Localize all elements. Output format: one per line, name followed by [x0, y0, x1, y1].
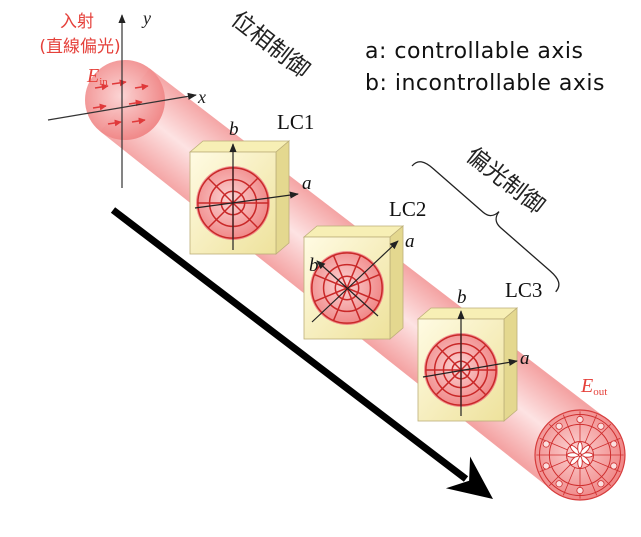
polarization-arrow	[111, 79, 127, 87]
pattern-ring	[334, 275, 360, 301]
pattern-spoke	[346, 255, 362, 289]
polarization-arrow	[92, 103, 107, 111]
pattern-dot	[542, 462, 550, 470]
cell-label: LC1	[277, 110, 314, 134]
pattern-spoke	[232, 202, 259, 229]
pattern-spoke	[314, 287, 348, 303]
pattern-spoke	[460, 344, 487, 371]
axis-a-arrow	[422, 358, 518, 378]
liquid-crystal-cell-1: LC1 b a	[188, 110, 314, 255]
legend-axis-b: b: incontrollable axis	[365, 71, 605, 96]
pattern-petal	[580, 445, 590, 455]
polarization-arrow	[94, 83, 109, 91]
pattern-spoke	[346, 287, 380, 303]
axis-b-label: b	[457, 287, 467, 308]
pattern-dot	[555, 422, 563, 430]
polarization-control-brace	[411, 161, 560, 293]
pattern-spoke	[548, 464, 571, 487]
pattern-spoke	[207, 202, 234, 229]
pattern-spoke	[314, 273, 348, 289]
cell-label: LC2	[389, 197, 426, 221]
pattern-dot	[610, 440, 618, 448]
axis-b-label: b	[309, 255, 319, 276]
propagation-arrow-shaft	[110, 207, 469, 482]
pattern-spoke	[548, 423, 571, 446]
pattern-dot	[555, 480, 563, 488]
pattern-dot	[542, 440, 550, 448]
pattern-dot	[597, 422, 605, 430]
input-field-label: Ein	[86, 65, 108, 88]
pattern-spoke	[584, 414, 598, 443]
plate-top-face	[302, 225, 405, 238]
pattern-spoke	[435, 369, 462, 396]
plate-top-face	[416, 307, 519, 320]
output-field-symbol: E	[580, 375, 593, 397]
plate-side-face	[275, 140, 290, 255]
pattern-spoke	[562, 414, 576, 443]
x-axis	[47, 92, 197, 121]
output-beam-cross-section	[534, 409, 626, 501]
input-label: 入射	[60, 12, 94, 32]
liquid-crystal-cell-2: LC2 a b	[302, 197, 426, 340]
input-field-subscript: in	[99, 76, 108, 88]
axis-a-arrow	[194, 191, 299, 209]
cell-label: LC3	[505, 278, 542, 302]
pattern-dot	[610, 462, 618, 470]
polarization-arrow	[134, 83, 149, 91]
pattern-spoke	[589, 464, 612, 487]
pattern-spoke	[539, 459, 568, 473]
pattern-spoke	[589, 423, 612, 446]
input-field-symbol: E	[86, 65, 99, 87]
pattern-spoke	[207, 177, 234, 204]
axis-a-label: a	[302, 173, 312, 194]
output-pattern	[536, 411, 624, 499]
pattern-spoke	[460, 369, 487, 396]
pattern-spoke	[592, 437, 621, 451]
propagation-arrowhead	[445, 456, 493, 499]
spot-pattern	[311, 252, 383, 324]
x-axis-label: x	[197, 87, 206, 107]
pattern-spoke	[232, 177, 259, 204]
pattern-dot	[576, 486, 584, 495]
pattern-spoke	[435, 344, 462, 371]
axis-b-label: b	[229, 119, 239, 140]
pattern-dot	[597, 480, 605, 488]
output-field-label: Eout	[580, 375, 607, 398]
pattern-petal	[580, 455, 590, 465]
input-beam-cross-section	[85, 60, 165, 140]
pattern-spoke	[539, 437, 568, 451]
pattern-petal	[570, 455, 580, 465]
pattern-spoke	[562, 467, 576, 496]
plate-side-face	[503, 307, 518, 422]
pattern-ring	[322, 263, 372, 313]
output-field-subscript: out	[593, 386, 607, 398]
input-polarization-label: (直線偏光)	[39, 37, 120, 57]
pattern-spoke	[592, 459, 621, 473]
polarization-control-label: 偏光制御	[461, 142, 550, 219]
axis-a-arrow	[311, 240, 399, 323]
axis-a-label: a	[405, 231, 415, 252]
legend-axis-a: a: controllable axis	[365, 39, 583, 64]
axis-a-label: a	[520, 348, 530, 369]
axis-b-arrow	[316, 260, 379, 317]
polarization-arrow	[131, 117, 146, 125]
pattern-ring	[311, 252, 383, 324]
pattern-spoke	[346, 287, 362, 321]
pattern-petal	[570, 445, 580, 455]
pattern-spoke	[584, 467, 598, 496]
polarization-arrow	[128, 99, 143, 107]
liquid-crystal-cell-3: LC3 b a	[416, 278, 542, 422]
pattern-spoke	[332, 287, 348, 321]
plate-top-face	[188, 140, 291, 153]
pattern-spoke	[346, 273, 380, 289]
y-axis-label: y	[141, 8, 151, 28]
phase-control-label: 位相制御	[226, 6, 315, 83]
pattern-dot	[576, 415, 584, 424]
polarization-arrow	[107, 119, 122, 127]
pattern-spoke	[332, 255, 348, 289]
